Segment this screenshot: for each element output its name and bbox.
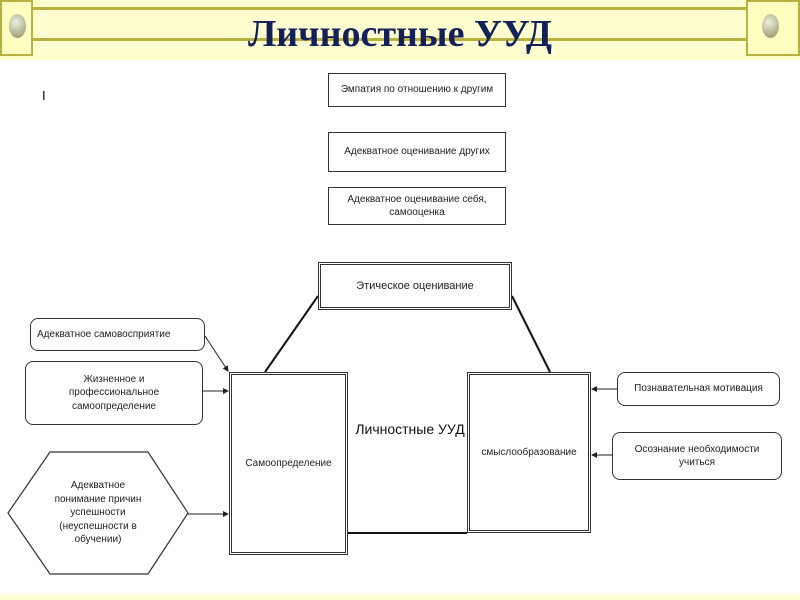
text-cursor-marker: I <box>42 88 46 103</box>
box-empathy: Эмпатия по отношению к другим <box>328 73 506 107</box>
box-meaning-formation: смыслообразование <box>467 372 591 533</box>
box-cognitive-motivation: Познавательная мотивация <box>617 372 780 406</box>
header-band: Личностные УУД <box>0 0 800 60</box>
link-ethical-self <box>264 295 319 373</box>
arrow <box>204 335 229 372</box>
header-line <box>30 7 750 10</box>
box-ethical: Этическое оценивание <box>318 262 512 310</box>
knob-icon <box>9 14 26 38</box>
box-self-determination: Самоопределение <box>229 372 348 555</box>
footer-band <box>0 594 800 600</box>
header-ornament-right <box>746 0 800 56</box>
center-label: Личностные УУД <box>355 421 465 437</box>
box-assess-others: Адекватное оценивание других <box>328 132 506 172</box>
box-assess-self: Адекватное оценивание себя, самооценка <box>328 187 506 225</box>
box-self-perception: Адекватное самовосприятие <box>30 318 205 351</box>
box-need-to-learn: Осознание необходимости учиться <box>612 432 782 480</box>
hexagon-shape <box>7 451 189 575</box>
knob-icon <box>762 14 779 38</box>
box-life-professional: Жизненное и профессиональное самоопредел… <box>25 361 203 425</box>
slide-title: Личностные УУД <box>247 13 553 55</box>
header-line <box>30 38 750 41</box>
header-ornament-left <box>0 0 33 56</box>
hexagon-success-understanding: Адекватное понимание причин успешности (… <box>54 480 142 546</box>
link-ethical-meaning <box>511 295 551 373</box>
